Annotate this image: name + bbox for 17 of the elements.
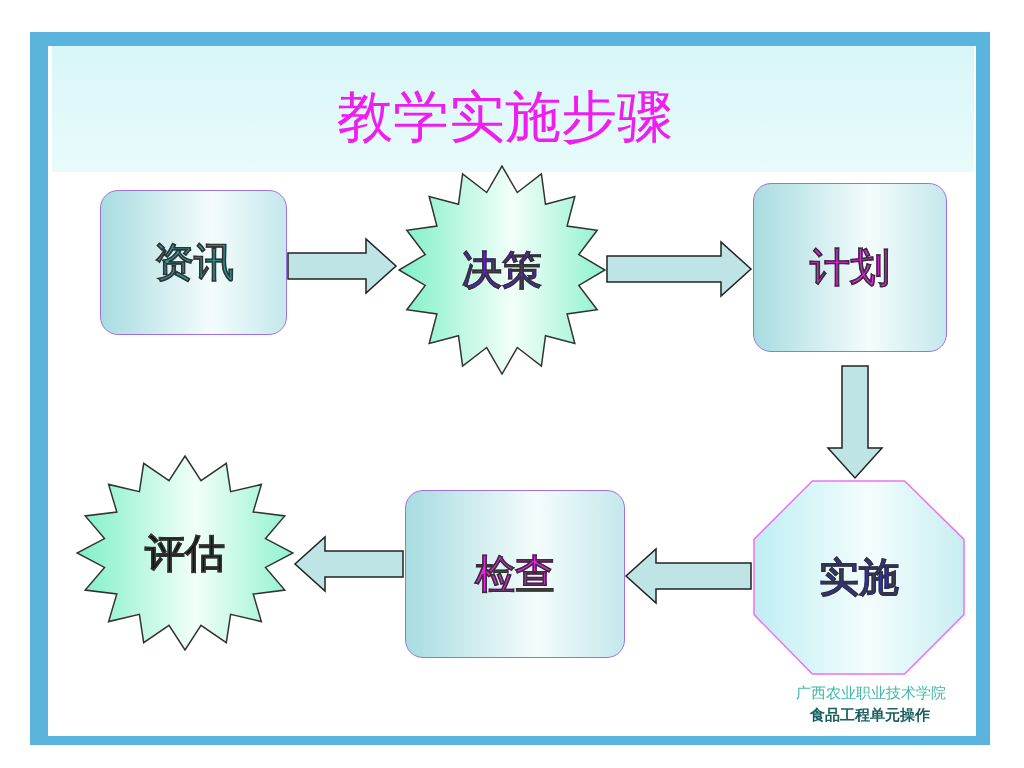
process-box [100, 190, 287, 335]
block-arrow [624, 547, 752, 605]
footer-text: 广西农业职业技术学院 [796, 684, 946, 703]
title: 教学实施步骤 [336, 83, 674, 151]
footer-text: 食品工程单元操作 [810, 706, 930, 725]
step-label: 资讯 [153, 238, 234, 287]
step-label: 实施 [819, 553, 899, 602]
step-label: 评估 [145, 528, 225, 578]
step-label: 检查 [475, 549, 555, 599]
step-label: 计划 [810, 243, 890, 292]
process-box [753, 183, 947, 352]
block-arrow [287, 237, 398, 295]
block-arrow [826, 365, 884, 480]
process-box [405, 490, 625, 658]
step-label: 决策 [462, 245, 542, 295]
block-arrow [606, 240, 753, 298]
block-arrow [293, 535, 404, 593]
